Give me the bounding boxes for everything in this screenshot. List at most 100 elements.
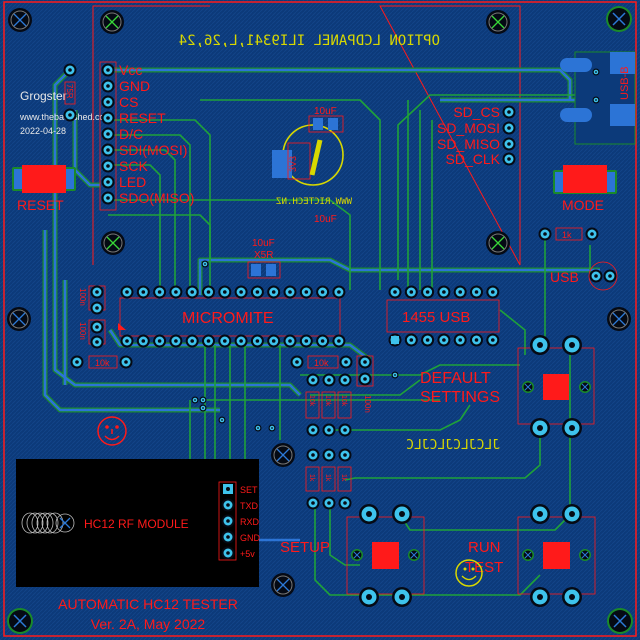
micromite-chip: MICROMITE	[118, 285, 346, 348]
regulator-cap-bottom: 10uF	[314, 214, 337, 225]
resistor-label: 1k	[324, 474, 331, 482]
ic-pin-pad	[267, 334, 281, 348]
lcd-header: Vcc GND CS RESET D/C SDI(MOSI) SCK LED S…	[99, 61, 194, 211]
ic-pin-pad	[153, 285, 167, 299]
default-settings-button[interactable]	[517, 335, 595, 438]
lcd-silkscreen-text: OPTION LCDPANEL ILI9341,L,26,24	[179, 33, 440, 49]
led-pad	[589, 269, 603, 283]
ic-pin-pad	[421, 285, 435, 299]
reset-button[interactable]: RESET	[12, 165, 76, 213]
ic-pin-pad	[316, 285, 330, 299]
lcd-pin-label: RESET	[119, 110, 166, 126]
resistor-10k-label: 10k	[314, 358, 329, 368]
resistor-10k	[307, 355, 339, 369]
hc12-pin-label: TXD	[240, 501, 259, 511]
regulator-3v3: 3V3 10uF WWW.RICTECH.NZ 10uF	[272, 106, 352, 225]
ic-pin-pad	[453, 285, 467, 299]
resistor-pad	[63, 63, 77, 77]
ic-pin-pad	[185, 334, 199, 348]
default-settings-label-2: SETTINGS	[420, 389, 500, 406]
credit-date: 2022-04-28	[20, 126, 66, 136]
lcd-pin-label: Vcc	[119, 62, 142, 78]
ic-pin-pad	[169, 334, 183, 348]
ic-pin-pad	[404, 285, 418, 299]
hc12-pin-label: SET	[240, 485, 258, 495]
resistor-75r	[64, 81, 76, 105]
ic-pin-pad	[185, 285, 199, 299]
resistor-label: 10k	[324, 395, 331, 407]
jlc-mark: JLCJLCJLCJLC	[406, 438, 500, 453]
mounting-hole-icon	[270, 572, 296, 598]
ic-pin-pad	[470, 333, 483, 347]
led-resistors: 1k 1k 1k	[305, 466, 352, 492]
ic-pin-pad	[218, 334, 232, 348]
mounting-hole-icon	[6, 306, 32, 332]
resistor-10k	[88, 355, 118, 369]
mounting-hole-icon	[485, 230, 511, 256]
board-version: Ver. 2A, May 2022	[91, 616, 206, 632]
regulator-website: WWW.RICTECH.NZ	[276, 197, 352, 207]
hc12-label: HC12 RF MODULE	[84, 517, 189, 531]
mounting-hole-icon	[100, 230, 126, 256]
ic-pin-pad	[250, 285, 264, 299]
usb-led-outline	[588, 261, 618, 291]
sd-header: SD_CS SD_MOSI SD_MISO SD_CLK	[437, 104, 516, 167]
smiley-yellow-icon	[455, 559, 483, 587]
resistor-1k-label: 1k	[562, 230, 572, 240]
resistor-pad	[585, 227, 599, 241]
x5r-cap-value: 10uF	[252, 238, 275, 249]
mounting-hole-icon	[485, 9, 511, 35]
lcd-pin-label: SDI(MOSI)	[119, 142, 187, 158]
ic-pin-pad	[234, 285, 248, 299]
regulator-label: 3V3	[288, 156, 298, 172]
cap-label: 100n	[78, 288, 87, 306]
setup-button[interactable]	[346, 504, 425, 607]
lcd-pin-label: LED	[119, 174, 146, 190]
ic-pin-pad	[437, 285, 451, 299]
ic-pin-pad	[136, 334, 150, 348]
resistor-label: 10k	[308, 395, 315, 407]
micromite-label: MICROMITE	[182, 310, 274, 327]
mounting-hole-icon	[99, 9, 125, 35]
cap-label: 100n	[78, 322, 87, 340]
lcd-outline	[92, 5, 521, 266]
ic-pin-pad	[153, 334, 167, 348]
usb-chip-label: 1455 USB	[402, 309, 470, 326]
run-test-button[interactable]	[517, 504, 596, 607]
mode-label: MODE	[562, 197, 604, 213]
credit-author: Grogster	[20, 89, 67, 103]
ic-pin-pad	[299, 285, 313, 299]
ic-pin-pad	[299, 334, 313, 348]
x5r-cap	[247, 261, 281, 279]
lcd-pin-label: SDO(MISO)	[119, 190, 194, 206]
ic-pin-pad	[202, 334, 215, 348]
ic-pin-pad	[136, 285, 150, 299]
ic-pin-pad	[332, 334, 346, 348]
board-outline	[3, 1, 637, 637]
ic-pin-pad	[332, 285, 346, 299]
mode-button[interactable]: MODE	[553, 165, 617, 213]
ic-pin-pad	[421, 333, 435, 347]
sd-pin-label: SD_CS	[453, 104, 500, 120]
resistor-label: 10k	[340, 395, 347, 407]
hc12-pin-label: RXD	[240, 517, 260, 527]
board-title: AUTOMATIC HC12 TESTER	[58, 596, 238, 612]
sd-pin-label: SD_CLK	[446, 151, 501, 167]
ic-pin-pad	[470, 285, 483, 299]
regulator-cap-top: 10uF	[314, 106, 337, 117]
cap-label: 100n	[363, 395, 372, 413]
ic-pin-pad	[437, 333, 451, 347]
ic-pin-pad	[169, 285, 183, 299]
mounting-hole-icon	[7, 7, 33, 33]
ic-pin-pad	[283, 285, 297, 299]
ic-pin-pad	[267, 285, 281, 299]
usb-b-connector: USB-B	[560, 51, 636, 145]
antenna-coil-icon	[21, 512, 75, 534]
lcd-pin-label: GND	[119, 78, 150, 94]
mounting-hole-icon	[606, 607, 634, 635]
lcd-pin-label: SCK	[119, 158, 148, 174]
resistor-75r-label: 75R	[65, 84, 74, 99]
hc12-module: HC12 RF MODULE SET TXD RXD GND +5v	[16, 459, 261, 587]
